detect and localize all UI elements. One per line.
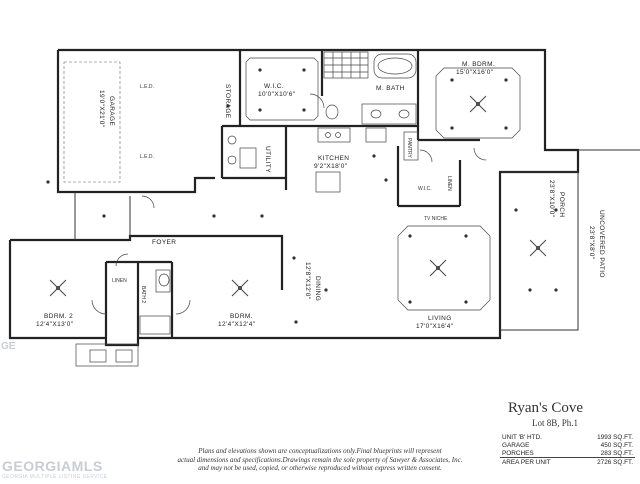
storage-label: STORAGE: [224, 84, 231, 119]
disclaimer-line: Plans and elevations shown are conceptua…: [198, 447, 442, 455]
linen2-label: LINEN: [112, 278, 127, 284]
area-value: 283 SQ.FT.: [600, 449, 633, 457]
shower-tile: [323, 51, 369, 79]
porch-dims-label: 23'8"X10'0": [548, 180, 555, 218]
tv-niche-label: TV NICHE: [424, 216, 448, 222]
foyer-label: FOYER: [152, 239, 176, 246]
area-row-total: AREA PER UNIT 2726 SQ.FT.: [500, 457, 635, 466]
linen-label: LINEN: [446, 176, 452, 191]
disclaimer: Plans and elevations shown are conceptua…: [150, 447, 490, 473]
kitchen-name-label: KITCHEN: [318, 155, 349, 162]
dryer: [227, 155, 237, 165]
mbath-label: M. BATH: [376, 85, 405, 92]
ceiling-fan-icon: [49, 95, 547, 297]
watermark-logo: GEORGIAMLS: [2, 458, 103, 474]
kitchen-counters: [315, 127, 419, 193]
bdrm-name-label: BDRM.: [230, 313, 253, 320]
wic2-label: W.I.C.: [418, 186, 432, 192]
bath2-fixtures: [139, 269, 171, 335]
area-label: GARAGE: [502, 441, 530, 449]
disclaimer-line: and may not be used, copied, or otherwis…: [198, 464, 442, 473]
pantry-label: PANTRY: [406, 138, 412, 158]
wic-tray-ceiling: [245, 57, 319, 121]
wic1-dims-label: 10'0"X10'6": [258, 91, 296, 98]
project-subtitle: Lot 8B, Ph.1: [532, 418, 579, 428]
living-name-label: LIVING: [428, 315, 452, 322]
bath2-label: BATH 2: [140, 286, 146, 303]
dining-dims-label: 12'8"X12'0": [304, 262, 311, 300]
patio-name-label: UNCOVERED PATIO: [598, 210, 605, 278]
garage-car-outline: [63, 61, 121, 183]
mbdrm-name-label: M. BDRM.: [462, 61, 495, 68]
mbdrm-dims-label: 15'0"X16'0": [456, 69, 494, 76]
disclaimer-line: actual dimensions and specifications.Dra…: [177, 455, 463, 464]
watermark-subtext: GEORGIA MULTIPLE LISTING SERVICE: [2, 474, 108, 480]
project-title: Ryan's Cove: [508, 400, 584, 416]
interior-walls: [104, 50, 480, 338]
exterior-pad: [75, 343, 139, 367]
ac-unit-1: [89, 349, 107, 363]
recessed-light-icon: [46, 68, 558, 324]
patio-dims-label: 23'8"X8'0": [588, 226, 595, 260]
wic1-name-label: W.I.C.: [264, 83, 284, 90]
living-dims-label: 17'0"X16'4": [416, 323, 454, 330]
garage-dims-label: 19'0"X21'0": [98, 90, 105, 128]
porch-name-label: PORCH: [558, 192, 565, 217]
door-swings: [91, 93, 487, 315]
area-value: 2726 SQ.FT.: [576, 457, 635, 466]
watermark-fragment: GE: [1, 341, 16, 352]
kitchen-dims-label: 9'2"X18'0": [314, 163, 348, 170]
washer: [227, 135, 237, 145]
area-value: 1993 SQ.FT.: [597, 433, 633, 441]
living-tray-ceiling: [397, 225, 491, 311]
master-vanity: [325, 103, 417, 125]
utility-appliance: [239, 147, 257, 169]
exterior-walls: [8, 48, 580, 347]
dining-name-label: DINING: [314, 276, 321, 301]
area-row: UNIT 'B' HTD. 1993 SQ.FT.: [500, 433, 635, 441]
area-label: PORCHES: [502, 449, 534, 457]
area-label: AREA PER UNIT: [500, 457, 577, 466]
area-table: UNIT 'B' HTD. 1993 SQ.FT. GARAGE 450 SQ.…: [500, 433, 635, 466]
bdrm2-name-label: BDRM. 2: [44, 313, 73, 320]
area-row: PORCHES 283 SQ.FT.: [500, 449, 635, 458]
garage-name-label: GARAGE: [108, 96, 115, 126]
bathtub-basin: [377, 57, 413, 75]
bathtub: [373, 53, 417, 79]
bdrm-dims-label: 12'4"X12'4": [218, 321, 256, 328]
area-value: 450 SQ.FT.: [600, 441, 633, 449]
porch-patio-outline: [74, 149, 640, 331]
led-label-1: L.E.D.: [140, 84, 154, 90]
utility-label: UTILITY: [264, 146, 271, 173]
area-label: UNIT 'B' HTD.: [502, 433, 542, 441]
bdrm2-dims-label: 12'4"X13'0": [36, 321, 74, 328]
led-label-2: L.E.D.: [140, 154, 154, 160]
ac-unit-2: [115, 349, 133, 363]
area-row: GARAGE 450 SQ.FT.: [500, 441, 635, 449]
master-tray-ceiling: [435, 67, 521, 139]
